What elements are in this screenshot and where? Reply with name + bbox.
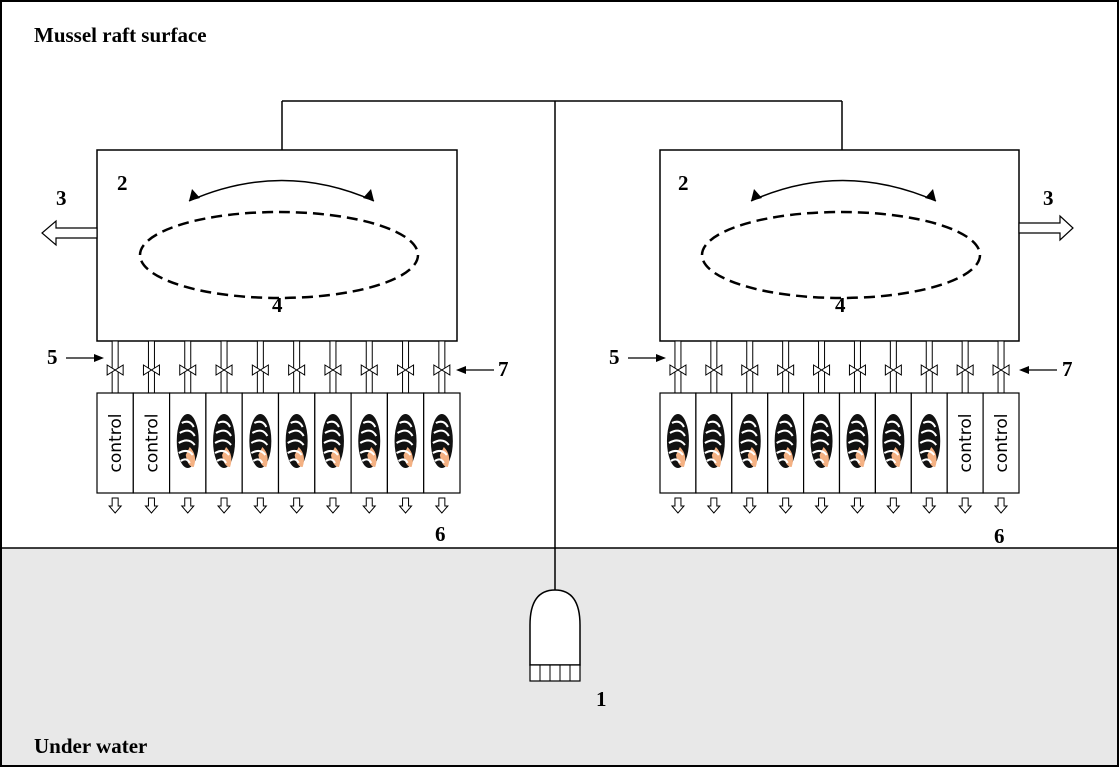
feed-pipe bbox=[329, 340, 337, 394]
feed-pipe bbox=[961, 340, 969, 394]
control-label: control bbox=[956, 414, 976, 473]
chamber-mussel bbox=[838, 340, 877, 514]
surface-label: Mussel raft surface bbox=[34, 23, 207, 47]
chamber-mussel bbox=[205, 340, 243, 514]
feed-pipe bbox=[293, 340, 301, 394]
feed-pipe bbox=[674, 340, 682, 394]
mussel-icon bbox=[248, 413, 273, 469]
inlet-number: 5 bbox=[609, 345, 620, 369]
pump-body bbox=[529, 589, 581, 666]
mussel-icon bbox=[393, 413, 418, 469]
outlet-number: 6 bbox=[994, 524, 1005, 548]
chamber-mussel bbox=[731, 340, 769, 514]
feed-pipe bbox=[256, 340, 264, 394]
circulation-arrow bbox=[188, 179, 375, 202]
overflow-arrow bbox=[41, 219, 98, 247]
feed-pipe bbox=[365, 340, 373, 394]
chamber-box bbox=[982, 392, 1020, 494]
mussel-icon bbox=[809, 413, 834, 469]
header-tank bbox=[96, 149, 458, 342]
feed-pipe bbox=[184, 340, 192, 394]
chamber-mussel bbox=[423, 340, 461, 514]
chamber-mussel bbox=[169, 340, 207, 514]
tank-unit-right: 2 4 3 5 7 6 control control bbox=[609, 149, 1074, 548]
chamber-box bbox=[132, 392, 171, 494]
mussel-icon bbox=[845, 413, 870, 469]
feed-pipe bbox=[111, 340, 119, 394]
chamber-mussel bbox=[350, 340, 389, 514]
chamber-box bbox=[659, 392, 697, 494]
chamber-mussel bbox=[695, 340, 733, 514]
mixing-number: 4 bbox=[835, 293, 846, 317]
feed-pipe bbox=[746, 340, 754, 394]
valve-number: 7 bbox=[1062, 357, 1073, 381]
mussel-icon bbox=[701, 413, 726, 469]
inlet-number: 5 bbox=[47, 345, 58, 369]
tank-number: 2 bbox=[678, 171, 689, 195]
feed-pipe bbox=[997, 340, 1005, 394]
mussel-icon bbox=[175, 413, 200, 469]
chamber-box bbox=[96, 392, 134, 494]
feed-pipe bbox=[220, 340, 228, 394]
mussel-icon bbox=[773, 413, 798, 469]
tank-number: 2 bbox=[117, 171, 128, 195]
chamber-mussel bbox=[241, 340, 280, 514]
mussel-icon bbox=[357, 413, 382, 469]
feed-pipe bbox=[147, 340, 155, 394]
pump-intake-grille bbox=[529, 664, 581, 682]
valve-pointer bbox=[456, 366, 466, 374]
chamber-mussel bbox=[802, 340, 841, 514]
chamber-mussel bbox=[314, 340, 352, 514]
control-label: control bbox=[106, 414, 126, 473]
mussel-icon bbox=[665, 413, 690, 469]
feed-pipe bbox=[818, 340, 826, 394]
mixing-number: 4 bbox=[272, 293, 283, 317]
inlet-pointer bbox=[656, 354, 666, 362]
mussel-icon bbox=[881, 413, 906, 469]
chamber-control: control bbox=[982, 340, 1020, 514]
outlet-number: 6 bbox=[435, 522, 446, 546]
control-label: control bbox=[142, 414, 162, 473]
overflow-number: 3 bbox=[56, 186, 67, 210]
mussel-icon bbox=[737, 413, 762, 469]
overflow-number: 3 bbox=[1043, 186, 1054, 210]
overflow-arrow bbox=[1018, 214, 1074, 242]
mussel-icon bbox=[429, 413, 454, 469]
circulation-arrow bbox=[750, 179, 937, 202]
mussel-icon bbox=[320, 413, 345, 469]
pump-number: 1 bbox=[596, 687, 607, 711]
control-label: control bbox=[992, 414, 1012, 473]
feed-pipe bbox=[853, 340, 861, 394]
header-tank bbox=[659, 149, 1020, 342]
feed-pipe bbox=[402, 340, 410, 394]
feed-pipe bbox=[710, 340, 718, 394]
mixing-ellipse bbox=[138, 210, 420, 300]
chamber-mussel bbox=[277, 340, 316, 514]
valve-pointer bbox=[1019, 366, 1029, 374]
chamber-mussel bbox=[659, 340, 697, 514]
mussel-icon bbox=[917, 413, 942, 469]
chamber-row: control control bbox=[659, 340, 1020, 514]
feed-pipe bbox=[438, 340, 446, 394]
mixing-ellipse bbox=[700, 210, 982, 300]
chamber-control: control bbox=[96, 340, 134, 514]
chamber-control: control bbox=[132, 340, 171, 514]
mussel-icon bbox=[284, 413, 309, 469]
chamber-mussel bbox=[386, 340, 425, 514]
chamber-mussel bbox=[910, 340, 948, 514]
chamber-row: control control bbox=[96, 340, 461, 514]
inlet-pointer bbox=[94, 354, 104, 362]
valve-number: 7 bbox=[498, 357, 509, 381]
feed-pipe bbox=[889, 340, 897, 394]
pump: 1 bbox=[529, 589, 607, 711]
tank-unit-left: 2 4 3 5 7 6 control control bbox=[41, 149, 509, 546]
mussel-icon bbox=[212, 413, 237, 469]
feed-pipe bbox=[782, 340, 790, 394]
feed-pipe bbox=[925, 340, 933, 394]
chamber-mussel bbox=[874, 340, 912, 514]
underwater-label: Under water bbox=[34, 734, 147, 758]
